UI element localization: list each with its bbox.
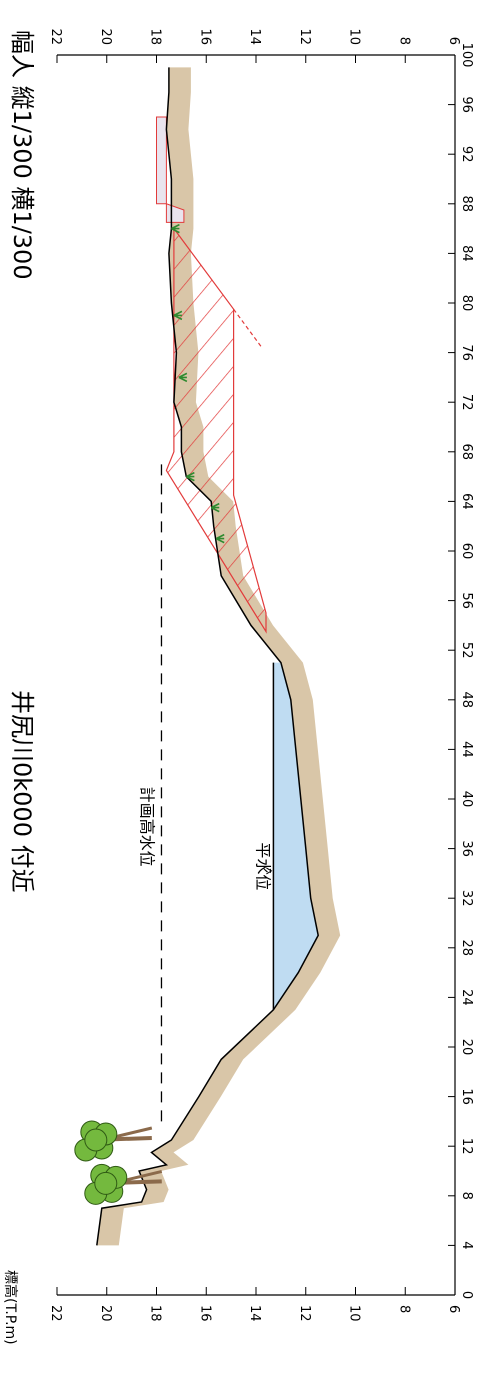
distance-tick-label: 32: [459, 890, 474, 907]
distance-tick-label: 76: [459, 344, 474, 361]
elevation-tick-label: 14: [247, 1305, 262, 1322]
grass-icon: [215, 533, 225, 544]
grass-icon: [173, 310, 183, 321]
tree-icon: [84, 1163, 163, 1205]
elevation-tick-label: 6: [446, 37, 461, 45]
elevation-tick-label: 12: [297, 1305, 312, 1322]
distance-tick-label: 92: [459, 146, 474, 163]
distance-tick-label: 60: [459, 543, 474, 560]
elevation-tick-label: 16: [197, 28, 212, 45]
distance-tick-label: 88: [459, 196, 474, 213]
tree-foliage: [84, 1128, 108, 1152]
distance-tick-label: 8: [459, 1192, 474, 1200]
elevation-tick-label: 20: [98, 1305, 113, 1322]
distance-tick-label: 52: [459, 642, 474, 659]
grass-icon: [171, 223, 180, 234]
grass-icon: [210, 502, 220, 513]
cross-section-plot: 計画高水位平水位22222020181816161414121210108866…: [48, 28, 474, 1321]
distance-tick-label: 56: [459, 592, 474, 609]
distance-tick-label: 28: [459, 940, 474, 957]
elevation-tick-label: 12: [297, 28, 312, 45]
elevation-tick-label: 18: [148, 28, 163, 45]
distance-tick-label: 44: [459, 741, 474, 758]
tree-icon: [74, 1120, 153, 1162]
distance-tick-label: 4: [459, 1241, 474, 1249]
distance-tick-label: 12: [459, 1138, 474, 1155]
tree-foliage: [94, 1171, 118, 1195]
grass-icon: [185, 471, 195, 482]
elevation-tick-label: 10: [347, 28, 362, 45]
excavation-extension: [233, 308, 262, 347]
distance-tick-label: 20: [459, 1039, 474, 1056]
distance-tick-label: 16: [459, 1088, 474, 1105]
elevation-axis-label: 標高(T.P.m): [2, 1270, 19, 1345]
distance-tick-label: 24: [459, 989, 474, 1006]
distance-tick-label: 72: [459, 394, 474, 411]
elevation-tick-label: 22: [48, 28, 63, 45]
bank-wall: [156, 116, 185, 223]
planned-high-water-label: 計画高水位: [137, 787, 156, 867]
distance-tick-label: 84: [459, 245, 474, 262]
elevation-tick-label: 6: [446, 1305, 461, 1313]
distance-tick-label: 0: [459, 1291, 474, 1299]
elevation-tick-label: 20: [98, 28, 113, 45]
soil-layer: [96, 67, 341, 1246]
elevation-tick-label: 8: [396, 1305, 411, 1313]
elevation-tick-label: 8: [396, 37, 411, 45]
distance-tick-label: 100: [459, 43, 474, 68]
elevation-tick-label: 14: [247, 28, 262, 45]
elevation-tick-label: 10: [347, 1305, 362, 1322]
distance-tick-label: 36: [459, 840, 474, 857]
elevation-tick-label: 22: [48, 1305, 63, 1322]
elevation-tick-label: 16: [197, 1305, 212, 1322]
section-title: 井尻川0k000 付近: [8, 690, 36, 893]
distance-tick-label: 48: [459, 692, 474, 709]
normal-water-label: 平水位: [253, 842, 272, 890]
distance-tick-label: 68: [459, 444, 474, 461]
excavation-hatch: [165, 226, 267, 634]
river-water: [273, 662, 319, 1010]
elevation-tick-label: 18: [148, 1305, 163, 1322]
distance-tick-label: 64: [459, 493, 474, 510]
distance-tick-label: 40: [459, 791, 474, 808]
scale-note: 幅人 縦1/300 横1/300: [8, 30, 36, 280]
distance-tick-label: 96: [459, 96, 474, 113]
grass-icon: [178, 372, 188, 383]
ground-line: [96, 67, 319, 1246]
water-symbol: [266, 867, 273, 875]
distance-tick-label: 80: [459, 295, 474, 312]
